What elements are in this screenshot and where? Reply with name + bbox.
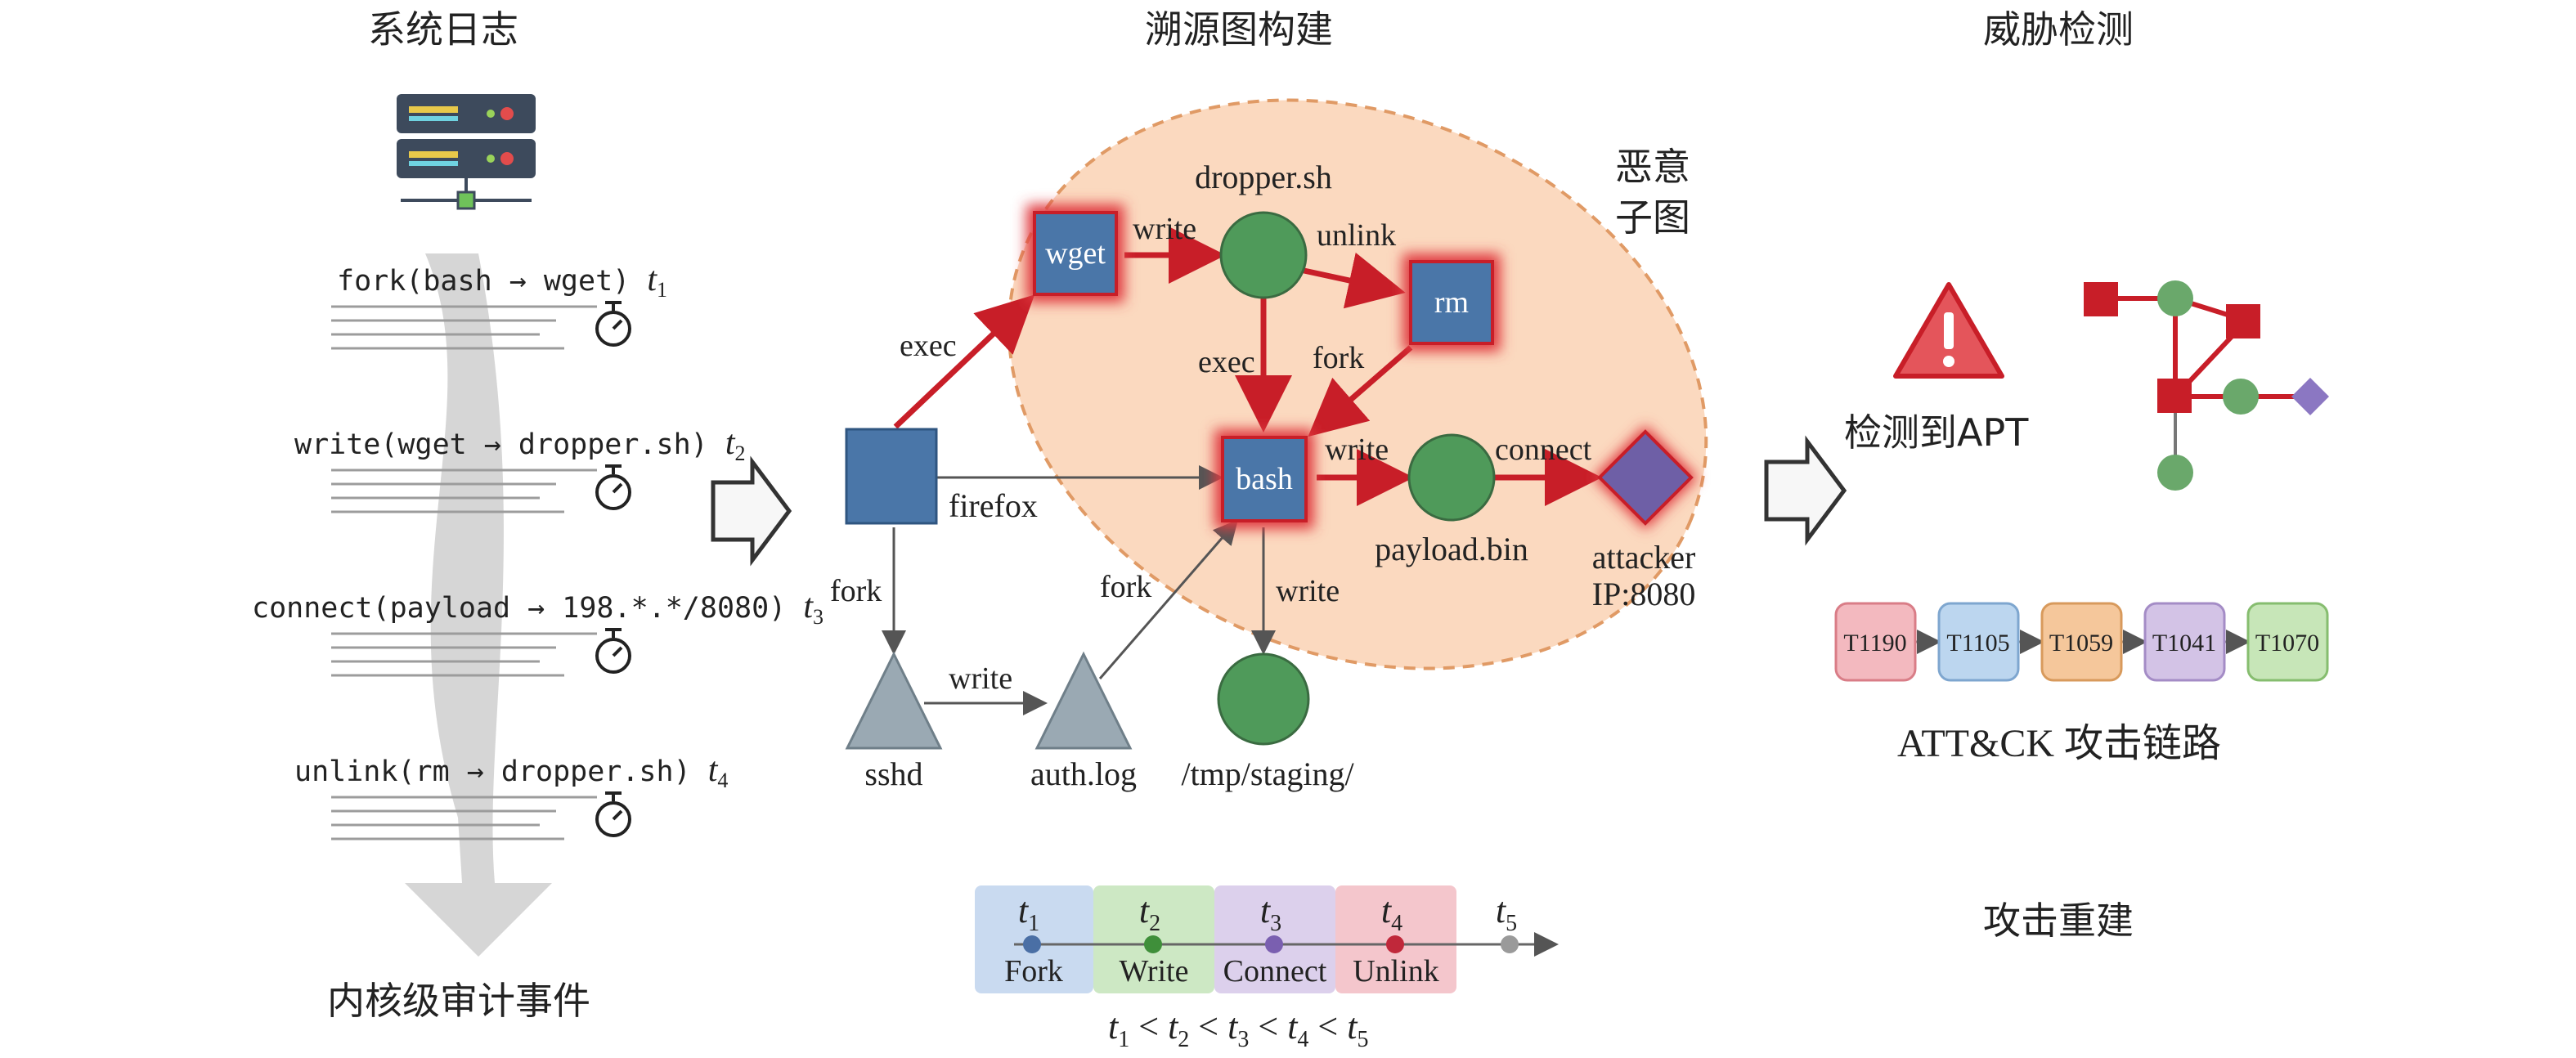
flow-arrow-icon [711, 455, 792, 567]
edge-label-exec: exec [1198, 345, 1255, 379]
node-attacker [1593, 425, 1698, 530]
attack-subgraph-icon [2084, 280, 2329, 491]
label-dropper: dropper.sh [1195, 159, 1332, 195]
technique-t1105 [1937, 602, 2020, 682]
edge-label-unlink: unlink [1317, 218, 1396, 253]
stopwatch-icon [595, 301, 631, 347]
timeline [975, 885, 1559, 993]
timeline-t3: t3 [1260, 890, 1281, 936]
apt-detected-label: 检测到APT [1844, 410, 2029, 455]
edge-label-fork: fork [830, 574, 882, 608]
edge-rm-bash [1308, 345, 1413, 437]
timeline-label-unlink: Unlink [1353, 954, 1439, 989]
node-rm [1402, 253, 1501, 352]
edge-label-fork: fork [1100, 570, 1151, 604]
malicious-label: 子图 [1615, 195, 1690, 240]
label-rm: rm [1434, 285, 1469, 320]
label-authlog: auth.log [1030, 755, 1137, 792]
label-firefox: firefox [949, 487, 1038, 524]
label-sshd: sshd [864, 755, 922, 792]
attack-chain-label: ATT&CK 攻击链路 [1897, 722, 2221, 765]
edge-label-exec: exec [900, 329, 957, 363]
log-event-write: write(wget → dropper.sh) t2 [294, 424, 746, 465]
timeline-order: t1 < t2 < t3 < t4 < t5 [1108, 1006, 1368, 1052]
timeline-t2: t2 [1139, 890, 1160, 936]
edge-authlog-bash [1098, 519, 1238, 679]
node-firefox [845, 428, 938, 525]
label-attacker: attacker [1592, 539, 1696, 576]
edge-firefox-wget [893, 294, 1035, 429]
timeline-t5: t5 [1496, 890, 1517, 936]
node-dropper [1219, 211, 1308, 299]
label-attacker-ip: IP:8080 [1592, 576, 1696, 612]
technique-label: T1190 [1843, 630, 1906, 657]
edge-label-write: write [949, 661, 1012, 696]
log-event-unlink: unlink(rm → dropper.sh) t4 [294, 751, 729, 792]
node-sshd [845, 651, 943, 750]
heading-threat-detection: 威胁检测 [1983, 7, 2134, 52]
malicious-subgraph-region [1007, 98, 1708, 670]
technique-label: T1105 [1946, 630, 2009, 657]
heading-system-logs: 系统日志 [368, 7, 518, 52]
label-wget: wget [1045, 236, 1106, 271]
warning-icon [1893, 282, 2004, 379]
edge-dropper-rm [1299, 252, 1406, 309]
node-authlog [1034, 651, 1133, 750]
label-staging: /tmp/staging/ [1181, 755, 1354, 792]
flow-arrow-icon [1764, 435, 1847, 546]
timeline-t1: t1 [1018, 890, 1039, 936]
malicious-label: 恶意 [1615, 145, 1690, 189]
attack-chain: T1190 T1105 T1059 T1041 T1070 [1834, 602, 2329, 682]
timeline-down-arrow [405, 253, 552, 957]
stopwatch-icon [595, 791, 631, 837]
node-payload [1407, 433, 1496, 522]
heading-attack-reconstruction: 攻击重建 [1983, 899, 2134, 943]
log-lines [331, 305, 597, 841]
server-icon [397, 94, 536, 210]
stopwatch-icon [595, 628, 631, 674]
technique-t1070 [2246, 602, 2329, 682]
log-panel [331, 94, 631, 957]
log-event-fork: fork(bash → wget) t1 [337, 261, 667, 302]
timeline-label-connect: Connect [1223, 954, 1327, 989]
node-wget [1026, 204, 1124, 303]
label-bash: bash [1236, 462, 1293, 496]
heading-provenance-graph: 溯源图构建 [1145, 7, 1333, 52]
technique-t1041 [2143, 602, 2226, 682]
timeline-t4: t4 [1381, 890, 1402, 936]
label-payload: payload.bin [1375, 531, 1528, 567]
timeline-label-write: Write [1120, 954, 1189, 989]
edge-label-write: write [1325, 433, 1389, 467]
node-staging [1217, 652, 1310, 746]
heading-kernel-audit-events: 内核级审计事件 [327, 979, 590, 1023]
log-event-connect: connect(payload → 198.*.*/8080) t3 [252, 588, 824, 629]
technique-label: T1059 [2049, 630, 2113, 657]
edge-label-write: write [1276, 574, 1340, 608]
technique-label: T1041 [2152, 630, 2216, 657]
technique-t1059 [2040, 602, 2123, 682]
node-bash [1214, 429, 1314, 529]
edge-label-write: write [1133, 212, 1196, 246]
technique-label: T1070 [2255, 630, 2319, 657]
edge-label-fork: fork [1313, 341, 1364, 375]
timeline-label-fork: Fork [1004, 954, 1063, 989]
edge-label-connect: connect [1495, 433, 1592, 467]
technique-t1190 [1834, 602, 1917, 682]
stopwatch-icon [595, 464, 631, 510]
